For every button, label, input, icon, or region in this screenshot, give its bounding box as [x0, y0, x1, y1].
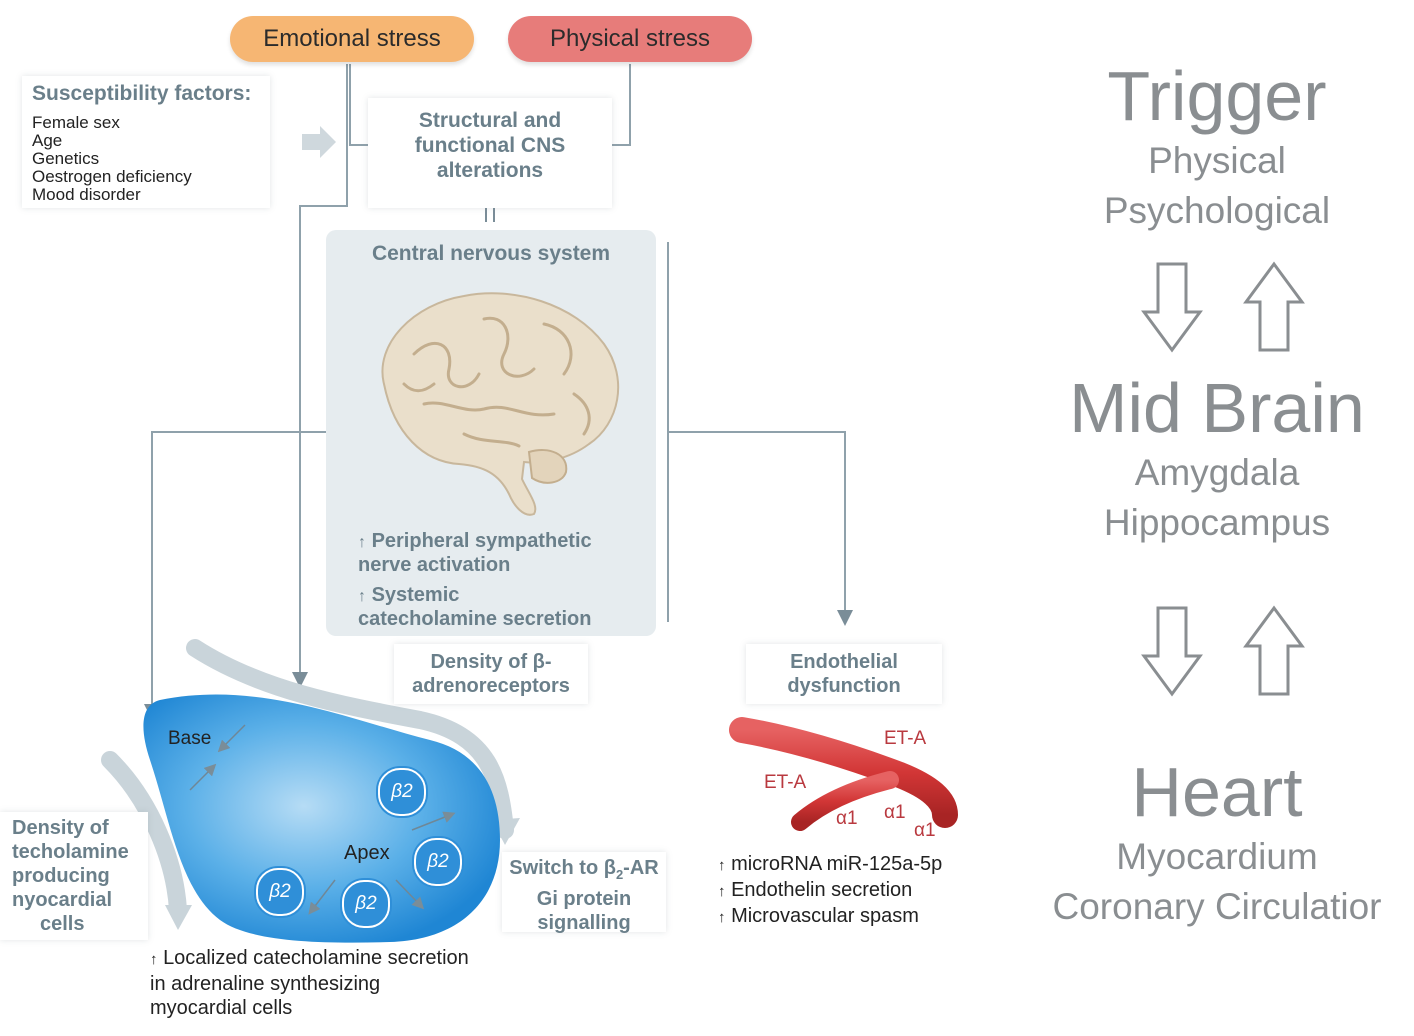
susceptibility-item: Female sex: [32, 113, 120, 132]
beta-density-box: Density of β- adrenoreceptors: [394, 644, 588, 704]
susceptibility-item: Mood disorder: [32, 185, 141, 204]
alpha1-label: α1: [914, 820, 936, 841]
cat-density-line: Density of: [12, 817, 109, 839]
physical-stress-pill: Physical stress: [508, 16, 752, 62]
cns-title: Central nervous system: [371, 242, 611, 265]
up-arrow-icon: ↑: [718, 883, 726, 900]
localized-line: Localized catecholamine secretion: [163, 947, 469, 969]
localized-text: ↑ Localized catecholamine secretion in a…: [150, 946, 469, 1020]
cat-density-box: Density of techolamine producing nyocard…: [0, 812, 148, 940]
localized-line: myocardial cells: [150, 997, 293, 1019]
summary-item: Physical: [1148, 140, 1286, 181]
susceptibility-title: Susceptibility factors:: [32, 82, 252, 105]
heart-illustration: [143, 694, 500, 943]
arrow-up-outline-icon: [1243, 261, 1305, 352]
switch-sub: 2: [615, 867, 624, 882]
up-arrow-icon: ↑: [358, 534, 366, 551]
vessel-effect-item: ↑ microRNA miR-125a-5p: [718, 852, 942, 878]
summary-item: Amygdala: [1134, 452, 1300, 493]
susceptibility-item: Oestrogen deficiency: [32, 167, 192, 186]
emotional-stress-label: Emotional stress: [263, 25, 441, 52]
up-arrow-icon: ↑: [718, 857, 726, 874]
summary-item: Myocardium: [1116, 836, 1318, 877]
cns-alterations-box: Structural and functional CNS alteration…: [368, 98, 612, 208]
endothelial-line: Endothelial: [790, 651, 898, 673]
susceptibility-item: Genetics: [32, 149, 100, 168]
switch-text: -AR: [623, 857, 659, 879]
beta2-receptor: β2: [342, 880, 390, 928]
vessel-effect-item: ↑ Endothelin secretion: [718, 878, 942, 904]
vessel-effect-item: ↑ Microvascular spasm: [718, 904, 942, 930]
cat-density-line: producing: [12, 865, 110, 887]
cns-effect-2: ↑ Systemic catecholamine secretion: [358, 584, 591, 630]
up-arrow-icon: ↑: [358, 588, 366, 605]
switch-line-3: signalling: [537, 912, 631, 934]
cat-density-line: techolamine: [12, 841, 129, 863]
vessel-effects: ↑ microRNA miR-125a-5p ↑ Endothelin secr…: [718, 852, 942, 930]
summary-item: Psychological: [1103, 190, 1331, 231]
endothelial-box: Endothelial dysfunction: [746, 644, 942, 704]
cns-effect-1: ↑ Peripheral sympathetic nerve activatio…: [358, 530, 592, 576]
cns-alterations-line: alterations: [436, 159, 544, 182]
summary-trigger: Trigger Physical Psychological: [1020, 56, 1414, 236]
summary-heart: Heart Myocardium Coronary Circulatior: [1020, 752, 1414, 932]
beta2-receptor: β2: [256, 868, 304, 916]
physical-stress-label: Physical stress: [549, 25, 711, 52]
cns-effect-line: Systemic: [371, 584, 460, 606]
beta2-receptor: β2: [378, 768, 426, 816]
arrow-down-outline-icon: [1141, 606, 1203, 697]
susceptibility-box: Susceptibility factors: Female sex Age G…: [22, 76, 270, 208]
beta-density-line: adrenoreceptors: [412, 675, 570, 697]
cns-box: Central nervous system ↑ Peripheral symp…: [326, 230, 656, 636]
emotional-stress-pill: Emotional stress: [230, 16, 474, 62]
eta-label: ET-A: [764, 772, 807, 793]
up-arrow-icon: ↑: [718, 909, 726, 926]
endothelial-line: dysfunction: [787, 675, 901, 697]
summary-title: Heart: [1131, 753, 1303, 831]
eta-label: ET-A: [884, 728, 927, 749]
vessel-effect-text: Microvascular spasm: [731, 905, 919, 927]
vessel-effect-text: microRNA miR-125a-5p: [731, 853, 943, 875]
base-label: Base: [168, 728, 212, 749]
switch-line-2: Gi protein: [536, 888, 632, 910]
right-arrow-icon: [302, 126, 336, 158]
switch-box: Switch to β2-AR Gi protein signalling: [502, 852, 666, 934]
localized-line: in adrenaline synthesizing: [150, 973, 381, 995]
beta2-receptor: β2: [414, 838, 462, 886]
arrow-up-outline-icon: [1243, 605, 1305, 696]
cns-effect-line: Peripheral sympathetic: [371, 530, 592, 552]
vessel-illustration: [729, 717, 958, 831]
up-arrow-icon: ↑: [150, 951, 158, 968]
susceptibility-item: Age: [32, 131, 63, 150]
summary-title: Mid Brain: [1069, 369, 1365, 447]
cns-alterations-line: Structural and: [418, 109, 562, 132]
vessel-effect-text: Endothelin secretion: [731, 879, 913, 901]
summary-midbrain: Mid Brain Amygdala Hippocampus: [1020, 368, 1414, 548]
arrow-down-outline-icon: [1141, 262, 1203, 353]
summary-item: Hippocampus: [1103, 502, 1331, 543]
apex-label: Apex: [344, 842, 390, 864]
brain-illustration: [381, 292, 620, 516]
switch-text: Switch to β: [509, 857, 616, 879]
beta-density-line: Density of β-: [430, 651, 552, 673]
cns-effect-line: catecholamine secretion: [358, 608, 592, 630]
alpha1-label: α1: [836, 808, 858, 829]
summary-title: Trigger: [1107, 57, 1327, 135]
cat-density-line: cells: [40, 913, 85, 935]
switch-line-1: Switch to β2-AR: [502, 856, 666, 887]
alpha1-label: α1: [884, 802, 906, 823]
summary-item: Coronary Circulatior: [1052, 886, 1382, 927]
cat-density-line: nyocardial: [12, 889, 113, 911]
cns-effect-line: nerve activation: [358, 554, 511, 576]
cns-alterations-line: functional CNS: [414, 134, 566, 157]
